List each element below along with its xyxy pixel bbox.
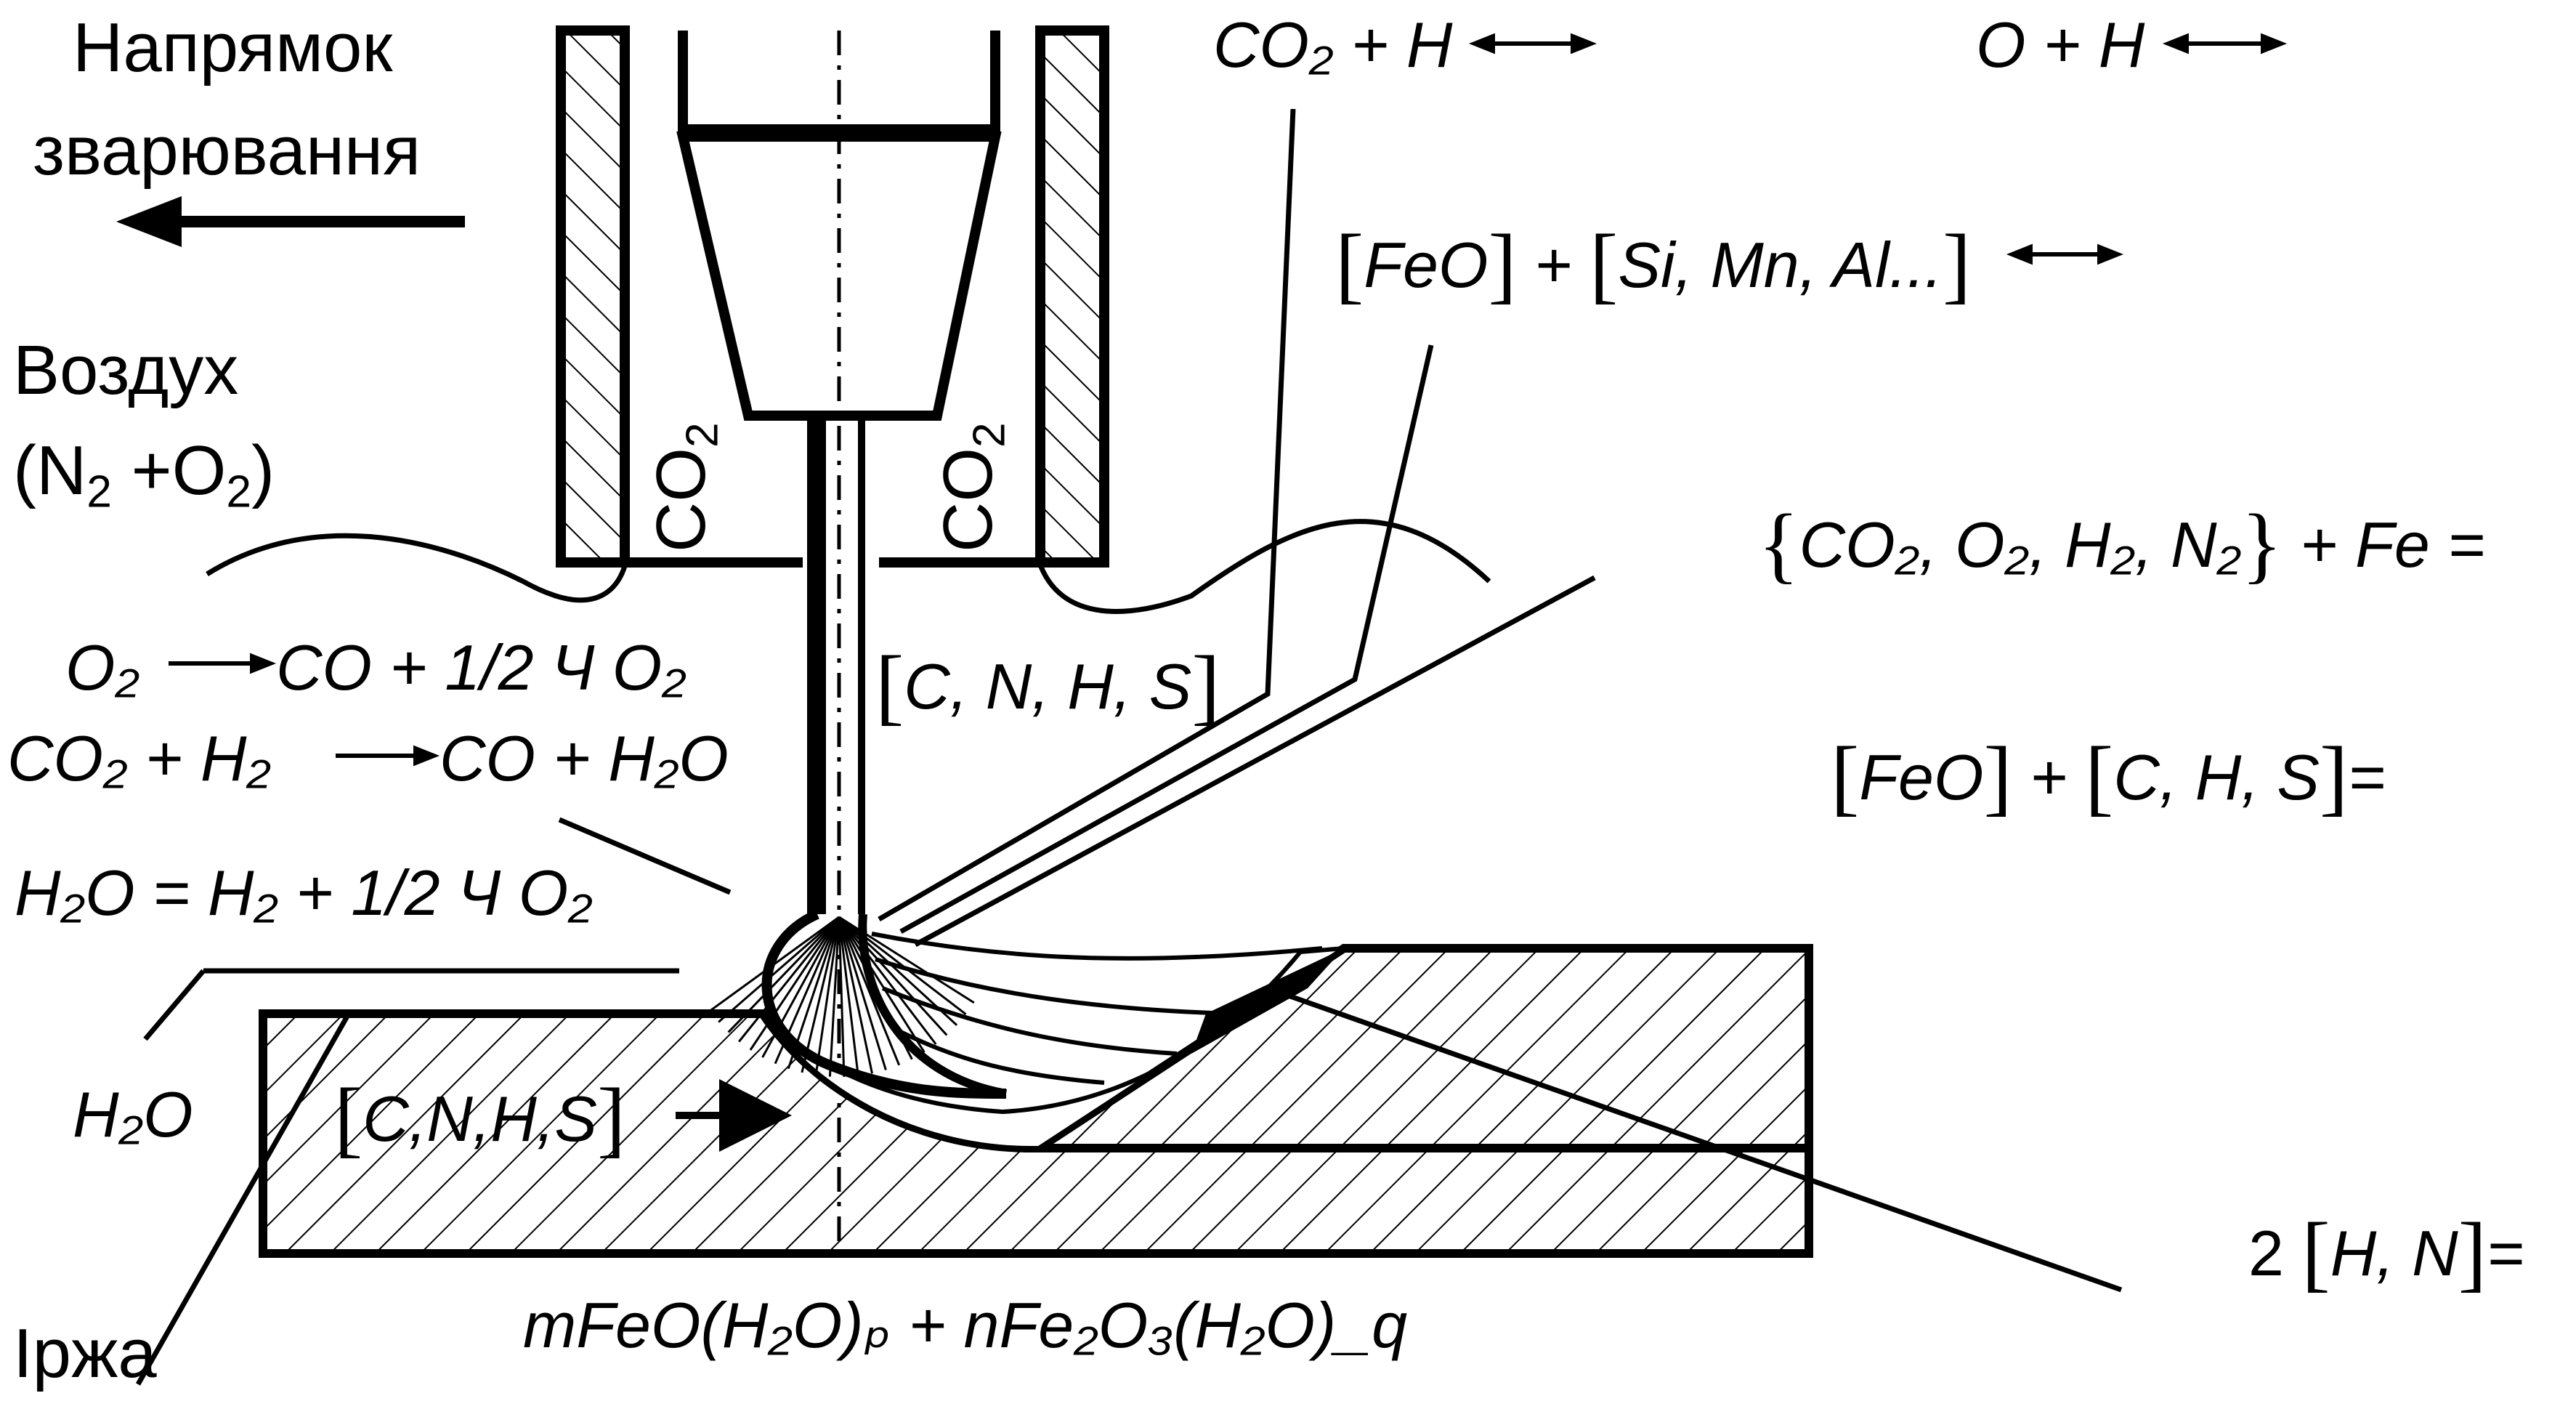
eq-cnhs-metal: [C,N,H,S]	[334, 1070, 626, 1166]
arc-ray	[838, 916, 873, 1074]
arc-ray	[828, 916, 841, 1077]
reaction-arrows	[169, 33, 2288, 767]
weld-pool	[709, 909, 1345, 1150]
co2-label-right: CO2	[929, 422, 1015, 552]
h2o-label: H₂O	[73, 1078, 193, 1150]
eq-co2-h: CO₂ + H	[1213, 9, 1453, 81]
arc-ray	[774, 916, 841, 1065]
arc-ray	[761, 916, 841, 1058]
arc-ray	[838, 916, 859, 1076]
arc-ray	[727, 916, 841, 1033]
eq-co2-h2-lhs: CO₂ + H₂	[7, 722, 271, 794]
eq-h-n: 2 [H, N]=	[2248, 1205, 2524, 1300]
arc-ray	[838, 916, 975, 1004]
eq-feo-chs: [FeO] + [C, H, S]=	[1831, 729, 2386, 824]
eq-cnhs-wire: [C, N, H, S]	[875, 638, 1220, 733]
arc-ray	[814, 916, 841, 1075]
arc-ray	[838, 916, 937, 1045]
arc-ray	[801, 916, 841, 1073]
direction-arrow	[116, 196, 465, 247]
eq-o2-co-lhs: O₂	[65, 631, 140, 703]
eq-feo-si: [FeO] + [Si, Mn, Al...]	[1335, 217, 1972, 312]
gas-boundary	[206, 519, 1491, 614]
arc-ray	[709, 916, 840, 1012]
eq-h2o: H₂O = H₂ + 1/2 Ч O₂	[15, 857, 593, 929]
direction-label-line2: зварювання	[33, 112, 421, 190]
eq-o2-co-rhs: CO + 1/2 Ч O₂	[276, 631, 686, 703]
eq-co2-h2-rhs: CO + H₂O	[440, 722, 729, 794]
arc-ray	[718, 916, 840, 1023]
arc-ray	[838, 916, 948, 1036]
eq-o-h: O + H	[1976, 9, 2145, 81]
arc-ray	[838, 916, 887, 1070]
eq-gas-fe: {CO₂, O₂, H₂, N₂} + Fe =	[1758, 496, 2485, 592]
direction-label-line1: Напрямок	[73, 9, 393, 86]
rust-label: Іржа	[13, 1315, 157, 1392]
arc-ray	[838, 916, 846, 1077]
arc-ray	[838, 916, 901, 1066]
arc-ray	[787, 916, 841, 1070]
eq-rust-formula: mFeO(H₂O)ₚ + nFe₂O₃(H₂O)_q	[523, 1289, 1408, 1361]
air-formula: (N2 +O2)	[13, 432, 275, 517]
arc-ray	[749, 916, 841, 1051]
arc-ray	[838, 916, 913, 1060]
air-label: Воздух	[13, 331, 239, 409]
arc-ray	[838, 916, 926, 1053]
electrode-wire	[807, 31, 865, 1250]
co2-label-left: CO2	[642, 422, 728, 552]
nozzle	[556, 25, 1109, 568]
arc-ray	[738, 916, 841, 1043]
